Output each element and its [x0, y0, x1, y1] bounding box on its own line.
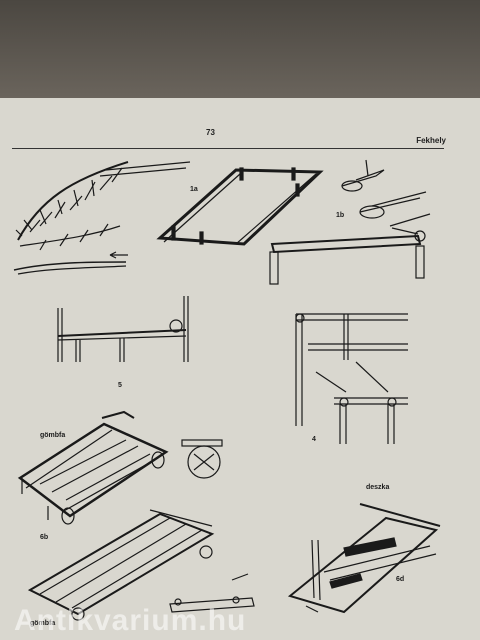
- slatted-bed-illustration: [27, 509, 215, 621]
- figure-label-6d: 6d: [396, 576, 405, 583]
- running-head: Fekhely: [416, 136, 446, 145]
- cross-section-illustration: [181, 439, 223, 479]
- bed-frame-illustration-5: [57, 296, 189, 362]
- log-bed-illustration-6b: [17, 410, 169, 525]
- figure-label-1a: 1a: [190, 186, 198, 193]
- book-background: [0, 0, 480, 98]
- watermark: Antikvarium.hu: [14, 604, 247, 637]
- header-rule: [12, 148, 444, 149]
- label-gombfa-bottom: gömbfa: [30, 620, 56, 627]
- post-construction-illustration-4: [295, 313, 408, 444]
- figure-label-4: 4: [312, 436, 316, 443]
- figure-label-5: 5: [118, 382, 122, 389]
- rail-detail-illustration: [169, 573, 255, 613]
- label-gombfa-top: gömbfa: [40, 432, 66, 439]
- label-deszka: deszka: [366, 484, 390, 491]
- fir-branches-illustration: [13, 161, 129, 275]
- plank-bed-illustration-6d: [287, 503, 441, 614]
- page-number: 73: [206, 128, 215, 137]
- book-page: [0, 98, 480, 640]
- figure-label-6b: 6b: [40, 534, 49, 541]
- frame-illustration-1a: [99, 161, 324, 246]
- log-joint-illustration-1b: [341, 159, 431, 227]
- figure-label-1b: 1b: [336, 212, 345, 219]
- bench-illustration-top: [269, 227, 426, 285]
